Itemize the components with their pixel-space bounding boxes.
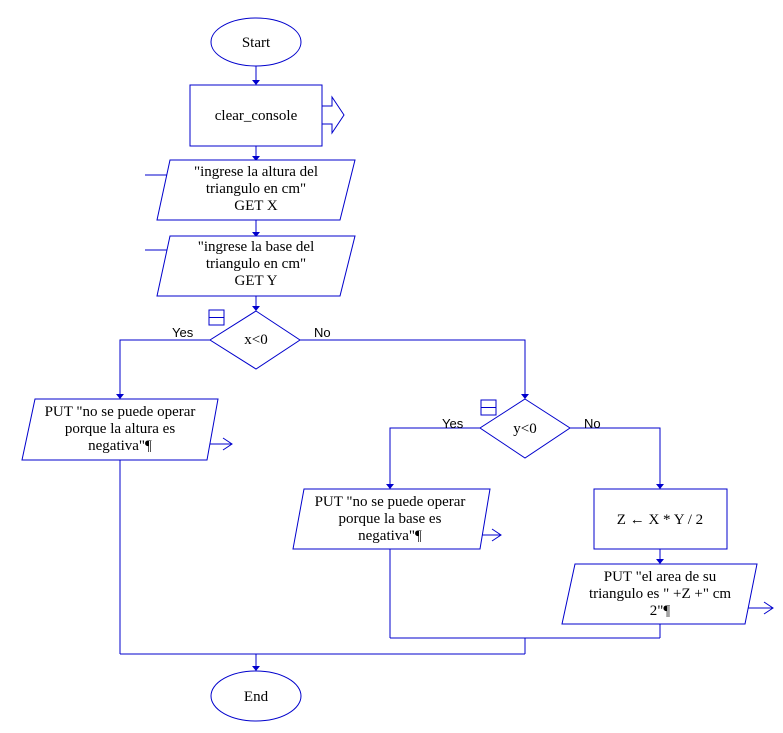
output-height-error-node[interactable]: PUT "no se puede operar porque la altura…	[21, 398, 219, 461]
start-label: Start	[242, 35, 271, 51]
clear-console-process[interactable]: clear_console	[189, 84, 323, 147]
output-base-error-line1: PUT "no se puede operar	[315, 494, 466, 510]
collapse-box-icon[interactable]	[480, 399, 497, 416]
output-height-error-line1: PUT "no se puede operar	[45, 404, 196, 420]
clear-console-label: clear_console	[215, 108, 298, 124]
assign-area-process[interactable]: Z ← X * Y / 2	[593, 488, 728, 550]
output-area-line1: PUT "el area de su	[604, 569, 717, 585]
input-base-line2: triangulo en cm"	[206, 256, 306, 272]
output-area-line3: 2"¶	[650, 603, 671, 619]
decision-y-node[interactable]: y<0	[479, 398, 571, 459]
input-height-line2: triangulo en cm"	[206, 181, 306, 197]
input-base-line1: "ingrese la base del	[198, 239, 315, 255]
input-base-line3: GET Y	[235, 273, 278, 289]
decision-x-node[interactable]: x<0	[209, 310, 301, 370]
start-terminal[interactable]: Start	[210, 17, 302, 67]
decision-x-label: x<0	[244, 332, 267, 348]
connectors	[116, 66, 774, 671]
output-height-error-line2: porque la altura es	[65, 421, 176, 437]
collapse-box-icon[interactable]	[208, 309, 225, 326]
output-base-error-line2: porque la base es	[339, 511, 442, 527]
input-base-node[interactable]: "ingrese la base del triangulo en cm" GE…	[156, 235, 356, 297]
end-label: End	[244, 689, 269, 705]
input-height-line1: "ingrese la altura del	[194, 164, 318, 180]
output-area-line2: triangulo es " +Z +" cm	[589, 586, 731, 602]
input-height-node[interactable]: "ingrese la altura del triangulo en cm" …	[156, 159, 356, 221]
x-yes-label: Yes	[172, 325, 194, 340]
decision-y-label: y<0	[513, 421, 536, 437]
output-area-node[interactable]: PUT "el area de su triangulo es " +Z +" …	[561, 563, 758, 625]
output-base-error-node[interactable]: PUT "no se puede operar porque la base e…	[292, 488, 491, 550]
x-no-label: No	[314, 325, 331, 340]
output-base-error-line3: negativa"¶	[358, 528, 422, 544]
assign-area-label: Z ← X * Y / 2	[617, 512, 703, 528]
output-height-error-line3: negativa"¶	[88, 438, 152, 454]
y-yes-label: Yes	[442, 416, 464, 431]
y-no-label: No	[584, 416, 601, 431]
input-height-line3: GET X	[234, 198, 278, 214]
end-terminal[interactable]: End	[210, 670, 302, 722]
